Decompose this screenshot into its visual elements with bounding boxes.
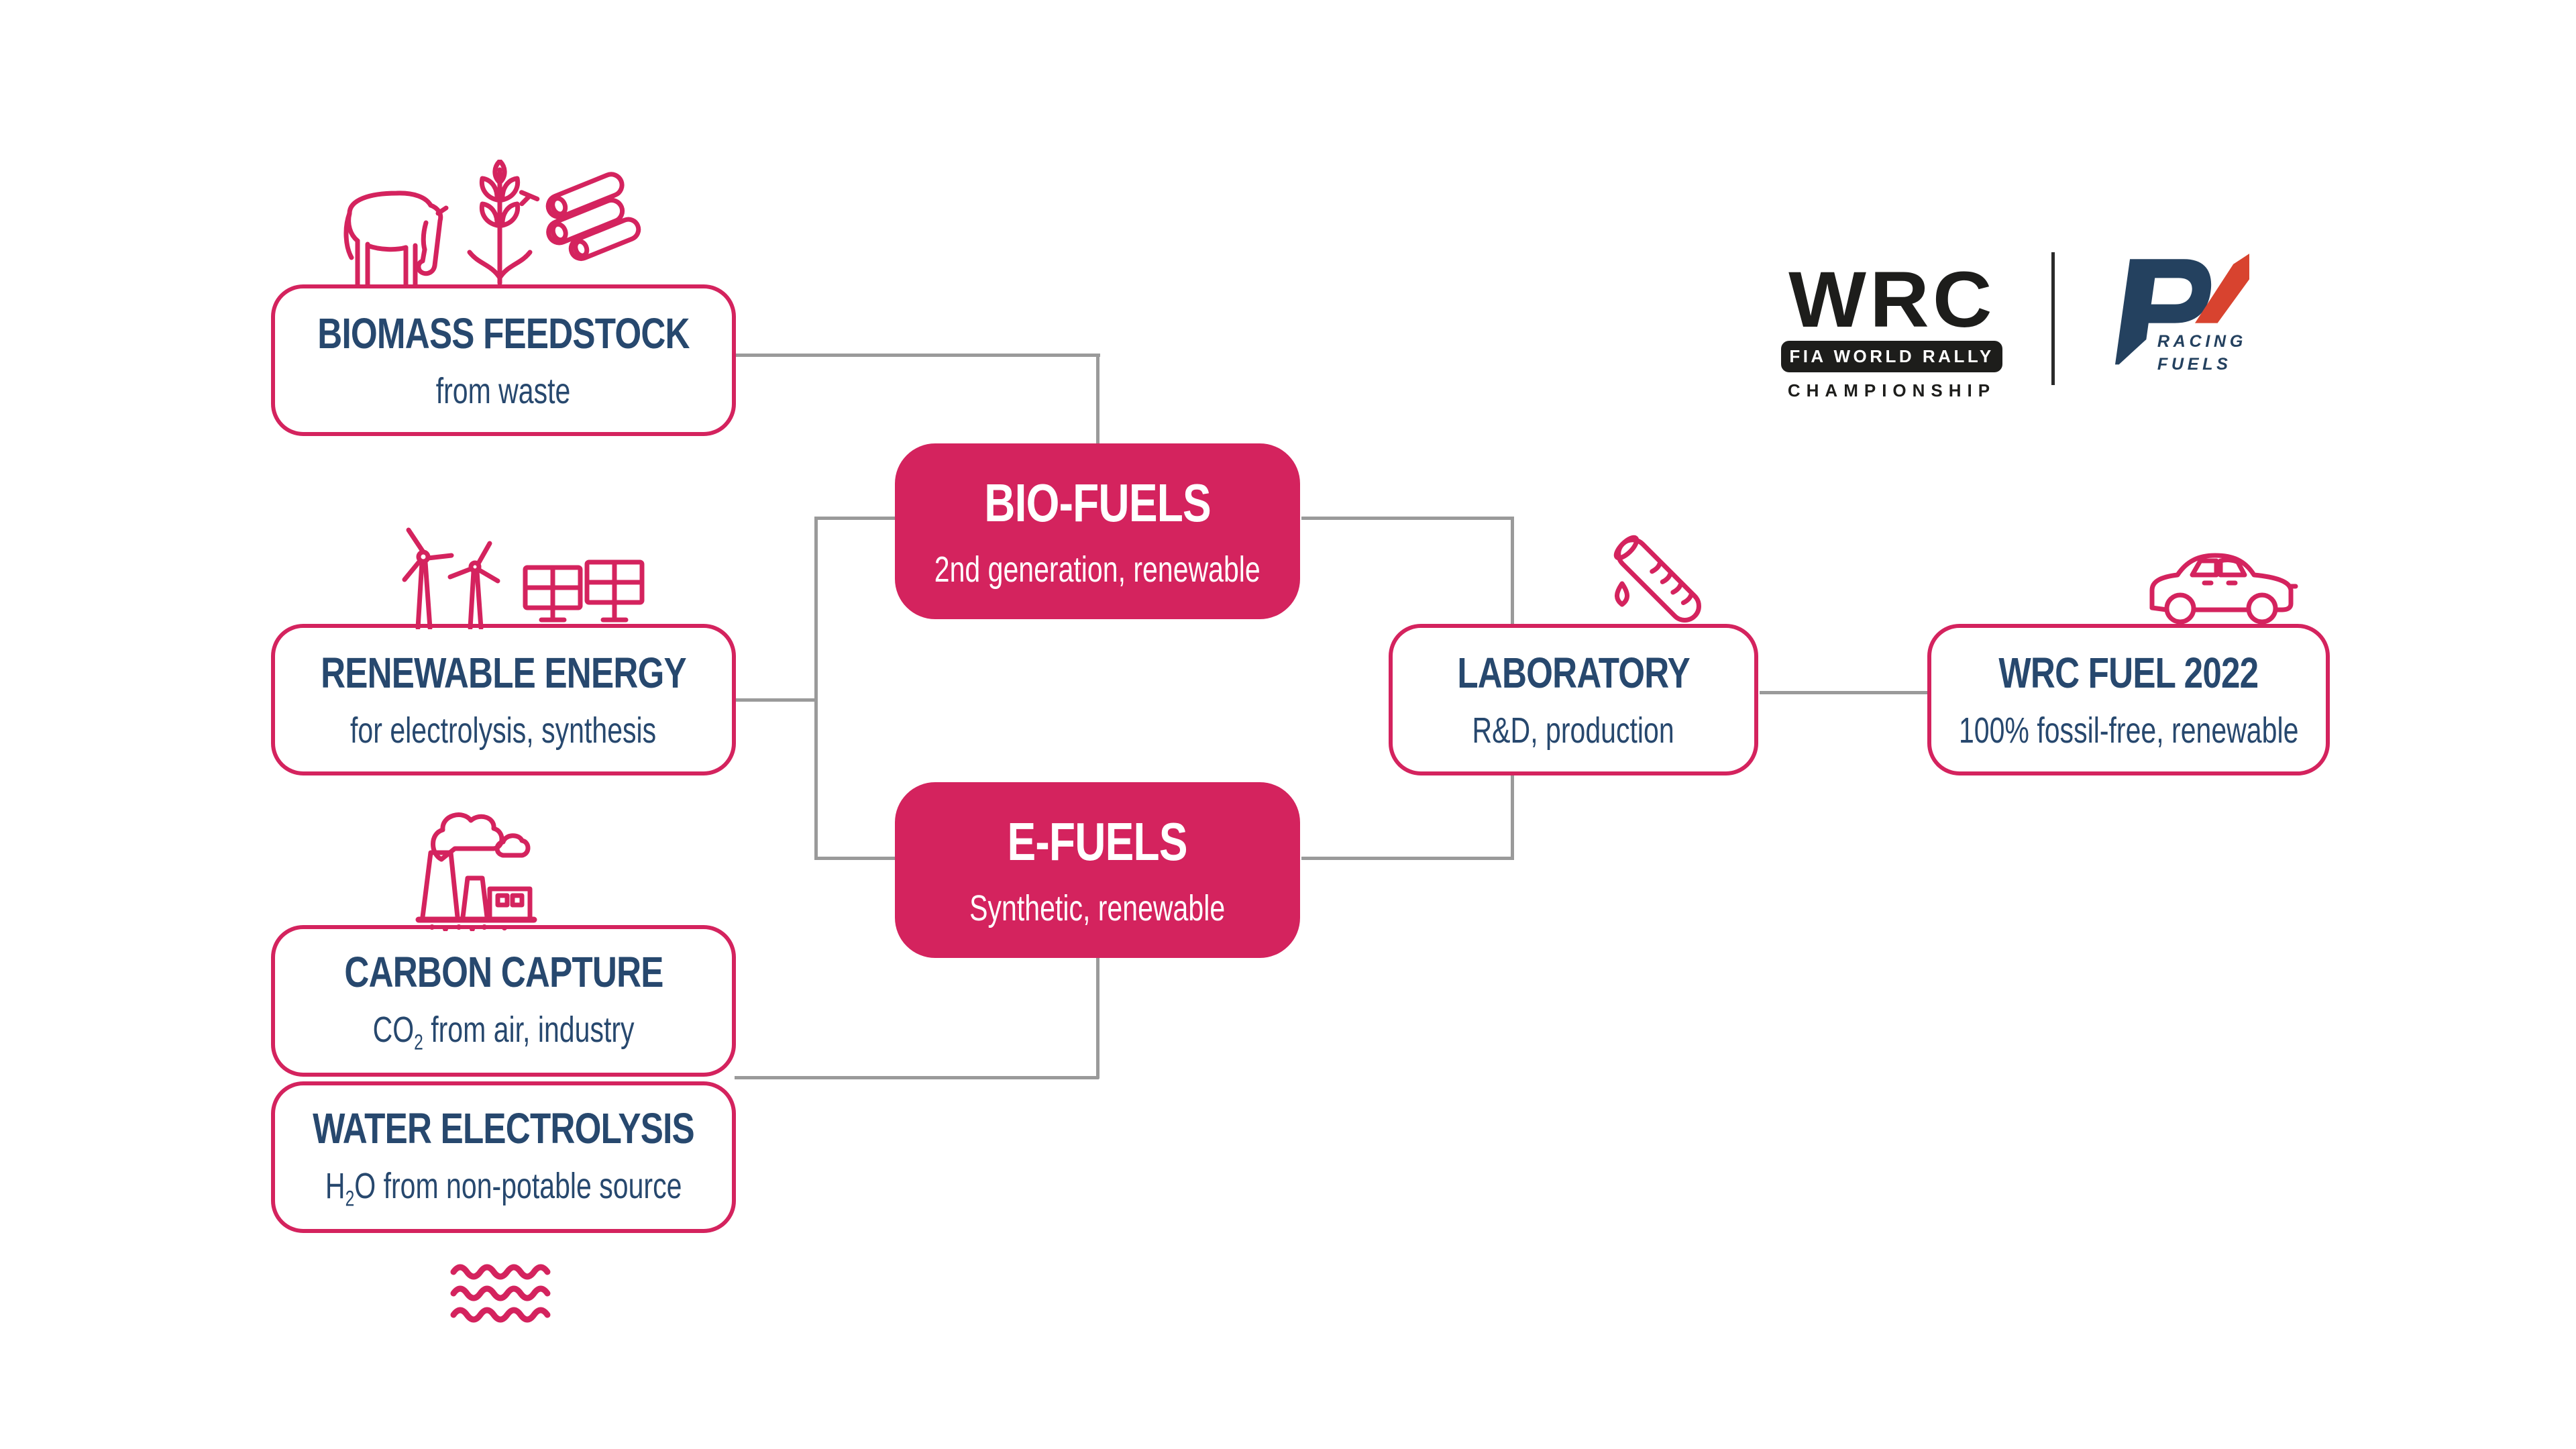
waves-icon xyxy=(449,1260,560,1324)
wrc-logo-championship: CHAMPIONSHIP xyxy=(1787,380,1996,400)
laboratory-box: LABORATORY R&D, production xyxy=(1389,624,1758,775)
connector-biomass-h xyxy=(735,354,1100,357)
water-formula: H xyxy=(325,1165,345,1206)
efuels-subtitle: Synthetic, renewable xyxy=(969,888,1226,928)
drop-icon xyxy=(1615,581,1629,607)
carbon-title: CARBON CAPTURE xyxy=(343,947,663,996)
water-title: WATER ELECTROLYSIS xyxy=(313,1104,695,1152)
wrcfuel-title: WRC FUEL 2022 xyxy=(1998,649,2259,697)
wind-turbine-icon-2 xyxy=(447,541,500,629)
wheat-icon xyxy=(467,160,533,286)
biomass-title: BIOMASS FEEDSTOCK xyxy=(317,309,690,358)
e-fuels-box: E-FUELS Synthetic, renewable xyxy=(895,782,1300,958)
water-electrolysis-box: WATER ELECTROLYSIS H2O from non-potable … xyxy=(271,1081,736,1233)
renewable-title: RENEWABLE ENERGY xyxy=(321,649,687,697)
wrc-logo-bar: FIA WORLD RALLY xyxy=(1781,340,2002,372)
p1-racing-fuels-logo: RACING FUELS xyxy=(2092,243,2259,390)
wind-turbine-icon xyxy=(402,527,454,629)
logo-divider xyxy=(2051,252,2055,385)
connector-lab-top-v xyxy=(1511,517,1514,625)
biomass-icons xyxy=(335,160,651,288)
renewable-subtitle: for electrolysis, synthesis xyxy=(350,710,657,751)
factory-icon xyxy=(402,794,577,931)
carbon-formula: CO xyxy=(372,1009,415,1050)
bio-fuels-box: BIO-FUELS 2nd generation, renewable xyxy=(895,443,1300,619)
p1-logo-fuels-text: FUELS xyxy=(2157,355,2232,374)
solar-panel-icon xyxy=(523,565,583,623)
carbon-subtitle-rest: from air, industry xyxy=(423,1009,635,1050)
wrc-logo: WRC FIA WORLD RALLY CHAMPIONSHIP xyxy=(1778,256,2006,401)
renewable-energy-box: RENEWABLE ENERGY for electrolysis, synth… xyxy=(271,624,736,775)
connector-left-bus-v xyxy=(814,517,818,860)
connector-lab-bottom-v xyxy=(1511,774,1514,860)
biomass-feedstock-box: BIOMASS FEEDSTOCK from waste xyxy=(271,284,736,436)
connector-efuels-down-v xyxy=(1096,955,1099,1079)
connector-lab-wrcfuel-h xyxy=(1760,691,1929,694)
factory-ground-dots xyxy=(429,924,507,931)
connector-efuels-lab-h xyxy=(1301,857,1513,860)
logs-icon xyxy=(519,172,641,262)
wrc-logo-word: WRC xyxy=(1788,256,1996,344)
cow-icon xyxy=(343,191,449,287)
connector-renewable-h xyxy=(735,698,818,702)
p1-logo-one-glyph xyxy=(2194,248,2259,323)
water-subtitle: H2O from non-potable source xyxy=(325,1165,682,1211)
test-tube-icon xyxy=(1595,522,1726,649)
p1-logo-racing-text: RACING xyxy=(2157,332,2247,351)
connector-bus-to-efuels-h xyxy=(814,857,898,860)
wrc-fuel-2022-box: WRC FUEL 2022 100% fossil-free, renewabl… xyxy=(1927,624,2330,775)
biomass-subtitle: from waste xyxy=(436,371,571,411)
connector-carbon-water-h xyxy=(735,1076,1099,1079)
water-formula-sub: 2 xyxy=(345,1186,355,1211)
carbon-formula-sub: 2 xyxy=(414,1030,423,1055)
connector-biofuels-lab-h xyxy=(1301,517,1513,520)
water-subtitle-rest: O from non-potable source xyxy=(354,1165,682,1206)
efuels-title: E-FUELS xyxy=(1007,812,1188,871)
laboratory-subtitle: R&D, production xyxy=(1472,710,1675,751)
connector-bus-to-biofuels-h xyxy=(814,517,898,520)
biofuels-subtitle: 2nd generation, renewable xyxy=(934,549,1261,590)
wrcfuel-subtitle: 100% fossil-free, renewable xyxy=(1958,710,2299,751)
laboratory-title: LABORATORY xyxy=(1457,649,1690,697)
solar-panel-icon-2 xyxy=(584,559,645,623)
p1-logo-p-glyph xyxy=(2114,259,2212,365)
biofuels-title: BIO-FUELS xyxy=(984,473,1211,533)
carbon-subtitle: CO2 from air, industry xyxy=(372,1009,634,1055)
carbon-capture-box: CARBON CAPTURE CO2 from air, industry xyxy=(271,925,736,1077)
renewable-icons xyxy=(366,514,647,629)
car-icon xyxy=(2141,522,2302,626)
connector-biomass-v xyxy=(1096,354,1099,447)
